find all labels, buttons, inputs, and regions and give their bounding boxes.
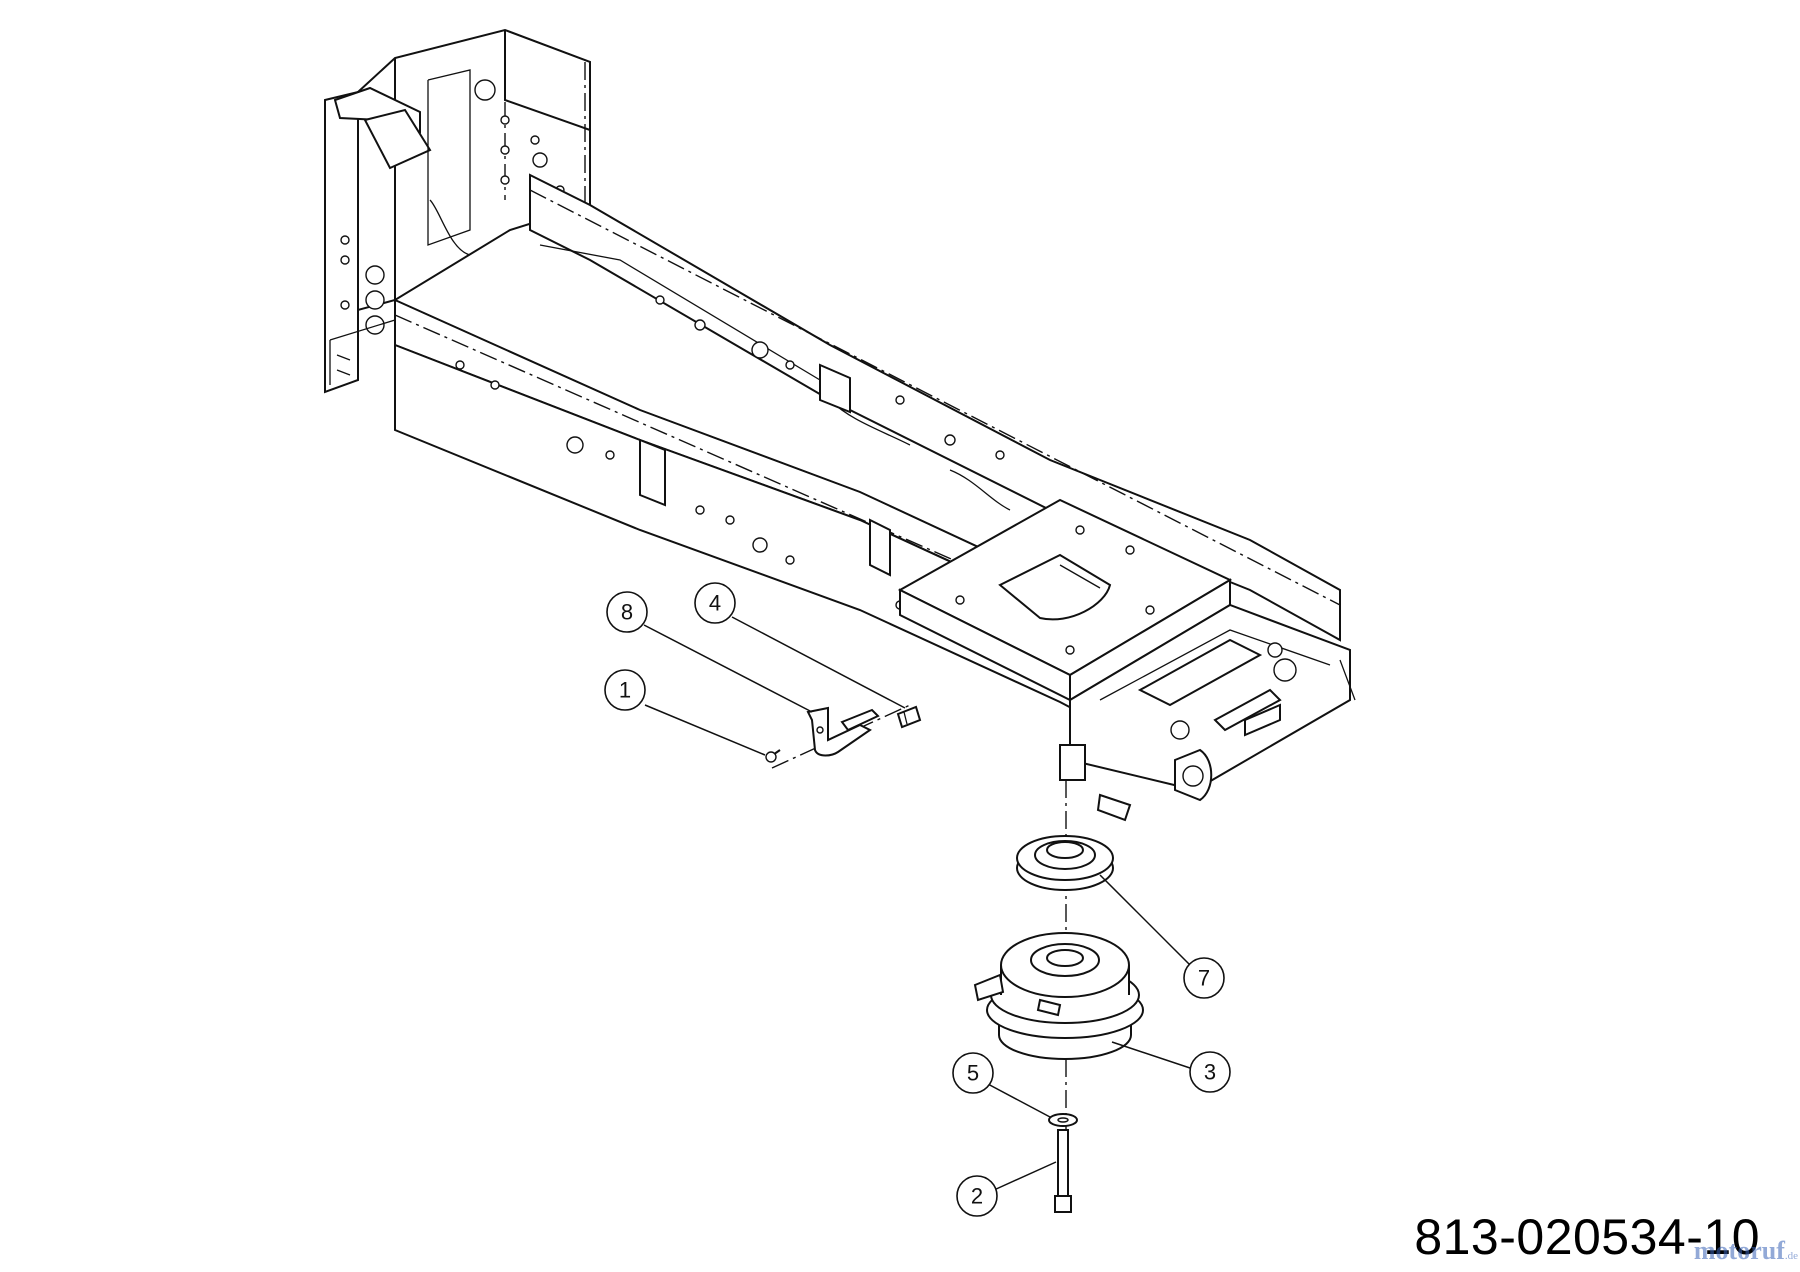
callout-7: 7 xyxy=(1099,874,1225,999)
tractor-frame xyxy=(324,28,1356,822)
callout-3: 3 xyxy=(1111,1041,1231,1093)
callout-8: 8 xyxy=(606,591,813,713)
callout-5-label: 5 xyxy=(967,1061,979,1086)
pulley-part-7 xyxy=(1016,835,1114,891)
callout-8-label: 8 xyxy=(621,600,633,625)
clutch-part-3 xyxy=(973,932,1144,1060)
watermark-text: motoruf xyxy=(1693,1236,1785,1265)
callout-2-label: 2 xyxy=(971,1184,983,1209)
bolt-part-2 xyxy=(1054,1129,1072,1213)
callout-1-label: 1 xyxy=(619,678,631,703)
callout-5: 5 xyxy=(952,1052,1051,1118)
diagram-part-number: 813-020534-10 xyxy=(1414,1209,1760,1265)
callout-1: 1 xyxy=(604,669,766,756)
callout-4: 4 xyxy=(694,582,906,709)
washer-part-5 xyxy=(1048,1113,1078,1127)
watermark-suffix: .de xyxy=(1784,1250,1798,1262)
callout-4-label: 4 xyxy=(709,591,721,616)
watermark-logo: motoruf.de xyxy=(1694,1236,1798,1266)
callout-3-label: 3 xyxy=(1204,1060,1216,1085)
screw-part-1 xyxy=(765,749,781,763)
connector-part-4 xyxy=(896,705,922,729)
callout-2: 2 xyxy=(956,1161,1057,1217)
bracket-part-8 xyxy=(806,706,880,757)
callout-7-label: 7 xyxy=(1198,966,1210,991)
